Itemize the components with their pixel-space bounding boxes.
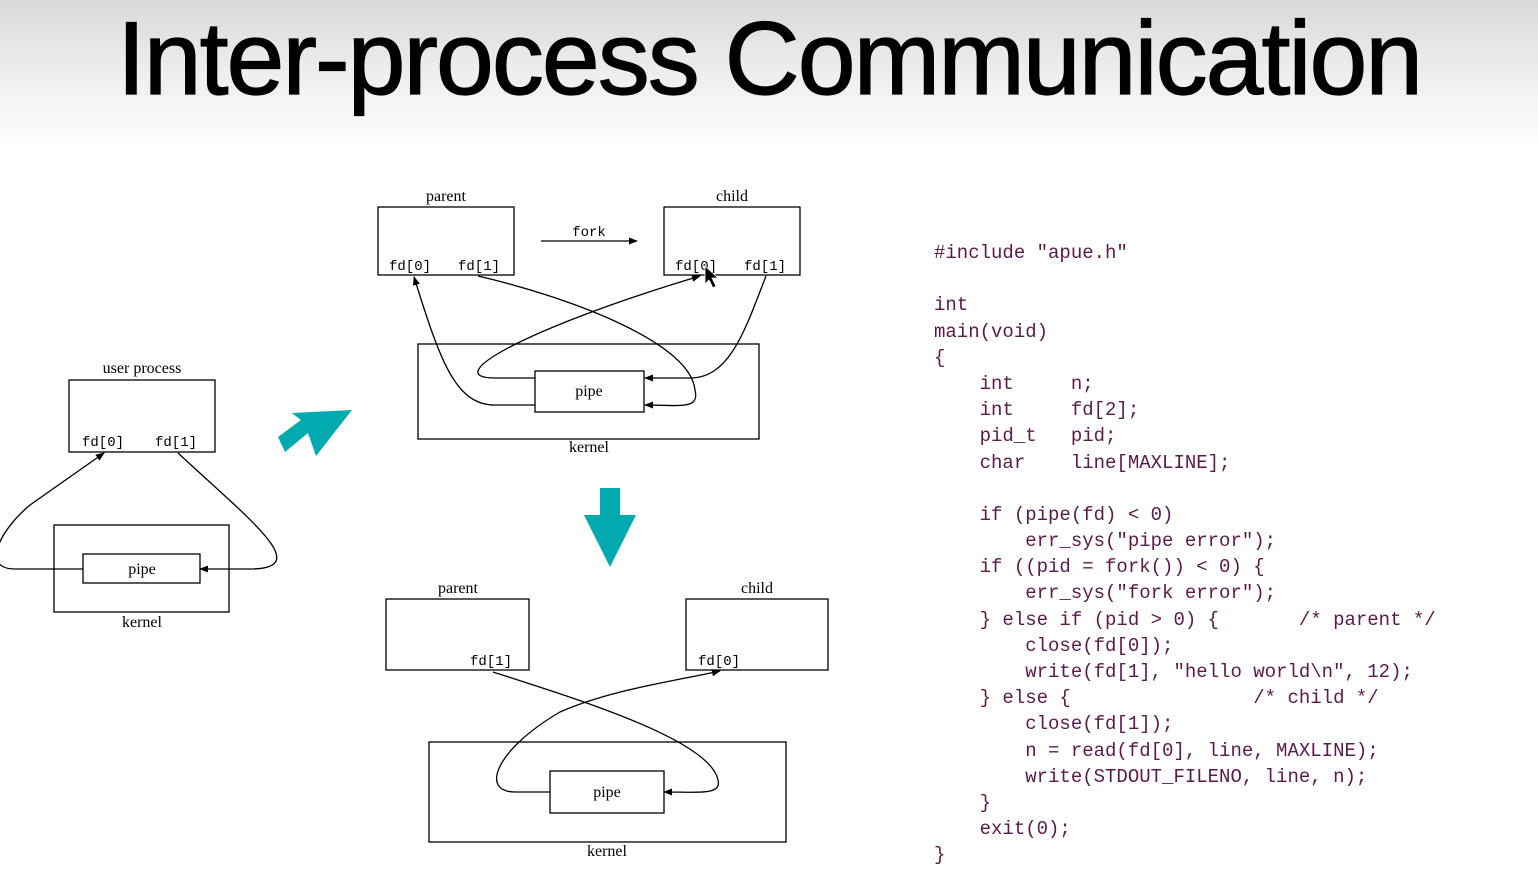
closed-parent-fd1-label: fd[1]	[470, 654, 512, 670]
parent-read-arrow	[412, 276, 535, 406]
diagram-after-close: parent child fd[1] fd[0] pipe kernel	[385, 580, 829, 860]
code-line: }	[934, 844, 946, 867]
code-line	[934, 476, 1534, 502]
teal-arrow-right	[278, 410, 352, 456]
child-fd1-label: fd[1]	[744, 259, 786, 275]
code-line: n = read(fd[0], line, MAXLINE);	[934, 739, 1379, 762]
code-line: main(void)	[934, 320, 1049, 343]
code-line: close(fd[1]);	[934, 713, 1174, 736]
child-write-arrow	[644, 275, 767, 382]
code-line: pid_t pid;	[934, 425, 1117, 448]
parent-fd1-label: fd[1]	[458, 259, 500, 275]
closed-pipe-label: pipe	[593, 784, 621, 801]
code-line: int	[934, 294, 969, 317]
user-process-box	[68, 379, 216, 453]
parent-fd0-label: fd[0]	[389, 259, 431, 275]
child-label: child	[716, 188, 748, 205]
diagram-after-fork: parent child fd[0] fd[1] fd[0] fd[1] for…	[377, 188, 801, 456]
code-line: close(fd[0]);	[934, 634, 1174, 657]
code-line: err_sys("pipe error");	[934, 530, 1277, 553]
child-box	[663, 206, 801, 276]
closed-child-fd0-label: fd[0]	[698, 654, 740, 670]
parent-label: parent	[426, 188, 467, 205]
pipe-read-arrow	[0, 452, 105, 570]
code-line: char line[MAXLINE];	[934, 451, 1231, 474]
pipe-write-arrow	[177, 452, 278, 573]
code-line: if ((pid = fork()) < 0) {	[934, 556, 1265, 579]
closed-child-box	[685, 598, 829, 671]
code-line: exit(0);	[934, 818, 1071, 841]
closed-read-arrow	[496, 669, 721, 793]
mouse-cursor-icon	[704, 265, 720, 289]
parent-box	[377, 206, 515, 276]
fork-kernel-label: kernel	[569, 439, 610, 456]
code-line: int n;	[934, 372, 1094, 395]
fork-label: fork	[572, 225, 606, 241]
fd0-label: fd[0]	[82, 435, 124, 451]
code-line: } else { /* child */	[934, 687, 1379, 710]
closed-write-arrow	[492, 671, 720, 796]
code-line: } else if (pid > 0) { /* parent */	[934, 608, 1436, 631]
closed-kernel-label: kernel	[587, 843, 628, 860]
code-line: if (pipe(fd) < 0)	[934, 503, 1174, 526]
code-line: write(fd[1], "hello world\n", 12);	[934, 661, 1413, 683]
code-listing: #include "apue.h" int main(void) { int n; i…	[934, 240, 1534, 869]
pipe-label: pipe	[128, 561, 156, 578]
fd1-label: fd[1]	[155, 435, 197, 451]
teal-arrow-down	[584, 488, 636, 567]
user-process-label: user process	[103, 360, 182, 377]
code-line: write(STDOUT_FILENO, line, n);	[934, 765, 1368, 788]
closed-parent-box	[385, 598, 530, 671]
parent-write-arrow	[477, 275, 697, 409]
code-line: #include "apue.h"	[934, 242, 1128, 264]
code-line: }	[934, 791, 992, 814]
fork-pipe-box	[534, 370, 645, 413]
code-line: int fd[2];	[934, 399, 1140, 422]
diagram-single-process: user process fd[0] fd[1] pipe kernel	[0, 360, 278, 631]
slide-title: Inter-process Communication	[116, 1, 1423, 117]
kernel-label: kernel	[122, 614, 163, 631]
child-read-arrow	[477, 274, 701, 379]
code-line: {	[934, 346, 946, 369]
closed-parent-label: parent	[438, 580, 479, 597]
fork-pipe-label: pipe	[575, 383, 603, 400]
title-bar	[0, 0, 1538, 150]
closed-child-label: child	[741, 580, 773, 597]
code-line: err_sys("fork error");	[934, 582, 1277, 605]
code-line	[934, 266, 1534, 292]
